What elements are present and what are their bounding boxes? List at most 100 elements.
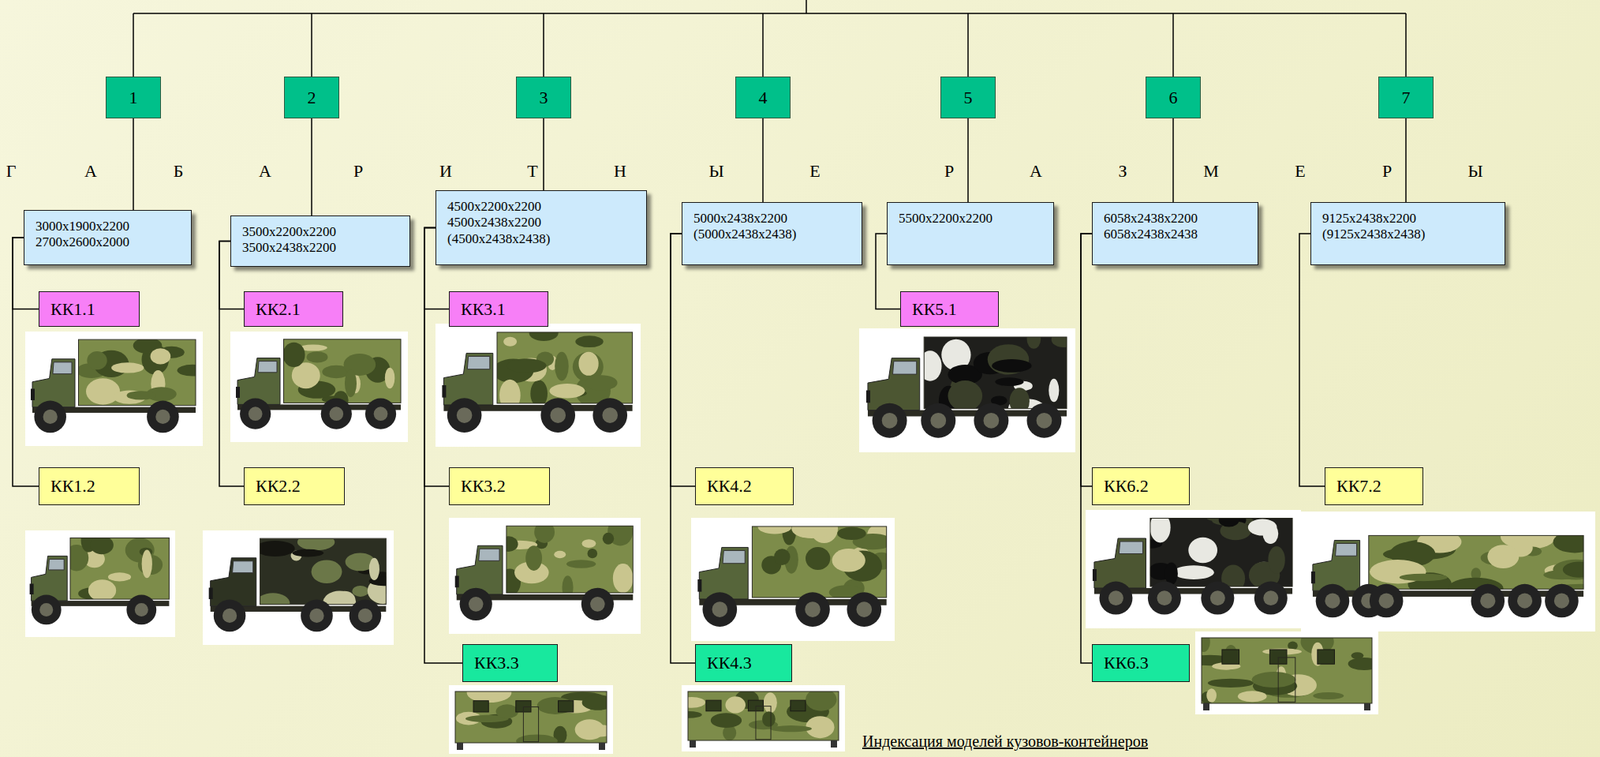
bumper xyxy=(209,587,214,600)
wheel-hub xyxy=(358,608,373,623)
bus-line xyxy=(1172,13,1174,77)
body-outline xyxy=(751,526,886,598)
camo-patch xyxy=(530,379,548,404)
wheel-hub xyxy=(468,596,484,612)
camo-patch xyxy=(322,590,356,604)
windscreen xyxy=(1118,541,1143,554)
camo-patch xyxy=(1552,534,1584,553)
dimension-text: 2700x2600x2000 xyxy=(35,234,180,251)
wheel xyxy=(365,398,397,430)
wheel-hub xyxy=(882,412,898,429)
heading-letter: Т xyxy=(527,160,538,182)
bus-line xyxy=(542,13,545,77)
window xyxy=(706,699,722,711)
dimension-text: 9125x2438x2200 xyxy=(1322,210,1494,227)
camo-patch xyxy=(687,710,703,718)
wheel-hub xyxy=(134,602,149,617)
camouflage xyxy=(1150,518,1293,587)
camo-patch xyxy=(291,549,324,558)
wheel xyxy=(33,400,67,434)
dimension-text: 6058x2438x2200 xyxy=(1103,210,1247,227)
camo-patch xyxy=(923,350,942,382)
body-outline xyxy=(260,538,387,605)
connector-line xyxy=(310,118,313,216)
camo-patch xyxy=(369,557,380,580)
windscreen xyxy=(52,362,72,374)
window xyxy=(1222,649,1240,664)
camo-patch xyxy=(85,377,120,404)
cab xyxy=(32,358,75,408)
camo-patch xyxy=(111,362,144,373)
group-number-box: 6 xyxy=(1145,76,1201,119)
wheel-hub xyxy=(549,407,566,423)
camo-patch xyxy=(1562,561,1584,578)
bus-line xyxy=(133,12,1406,15)
camo-patch xyxy=(311,559,343,584)
camo-patch xyxy=(1399,573,1448,582)
camo-patch xyxy=(566,559,596,568)
model-index: КК3.2 xyxy=(460,475,506,497)
bus-line xyxy=(132,13,135,77)
camo-patch xyxy=(1009,387,1030,408)
cab xyxy=(210,557,257,606)
support-leg xyxy=(830,740,838,748)
model-index-box: КК7.2 xyxy=(1324,467,1424,505)
model-index-box: КК3.2 xyxy=(448,467,550,505)
camouflage xyxy=(687,691,839,741)
camo-patch xyxy=(762,710,776,727)
model-index: КК3.3 xyxy=(474,652,520,673)
dimension-text: 4500x2438x2200 xyxy=(447,214,636,231)
model-index: КК4.3 xyxy=(706,652,752,673)
dimension-box: 4500x2200x22004500x2438x2200(4500x2438x2… xyxy=(435,190,647,266)
camo-patch xyxy=(1207,678,1254,688)
body-outline xyxy=(687,691,839,741)
camo-patch xyxy=(837,527,867,540)
camo-patch xyxy=(534,525,555,543)
bumper xyxy=(455,575,460,588)
vehicle-picture xyxy=(202,530,399,645)
heading-letter: З xyxy=(1117,160,1127,182)
wheel xyxy=(1507,583,1542,618)
dimension-text: (4500x2438x2438) xyxy=(447,231,636,247)
wheel-hub xyxy=(39,602,53,617)
camo-patch xyxy=(1206,687,1217,703)
photo-ground xyxy=(25,331,203,446)
connector-line xyxy=(219,241,244,487)
body-outline xyxy=(455,691,607,743)
dimension-box: 9125x2438x2200(9125x2438x2438) xyxy=(1310,201,1506,266)
dimension-text: 5000x2438x2200 xyxy=(693,210,851,227)
wheel-hub xyxy=(1263,590,1279,606)
support-leg xyxy=(456,742,464,750)
model-index: КК6.2 xyxy=(1103,475,1149,497)
wheel-hub xyxy=(222,608,237,623)
vehicle-picture xyxy=(1085,509,1301,629)
camo-patch xyxy=(1173,564,1214,580)
photo-ground xyxy=(435,323,641,447)
windscreen xyxy=(48,558,64,570)
vehicle-picture xyxy=(448,516,641,634)
wheel xyxy=(1099,581,1133,615)
dimension-text: 3000x1900x2200 xyxy=(35,218,180,235)
bumper xyxy=(1311,571,1316,584)
bus-line xyxy=(967,13,969,77)
wheel xyxy=(1369,583,1404,618)
camo-patch xyxy=(561,575,573,593)
dimension-box: 3500x2200x22003500x2438x2200 xyxy=(230,215,411,267)
model-index-box: КК6.2 xyxy=(1091,467,1190,505)
camo-patch xyxy=(947,380,983,409)
wheel-hub xyxy=(983,412,999,429)
camo-patch xyxy=(763,691,778,713)
wheel-hub xyxy=(804,601,821,617)
connector-line xyxy=(1080,233,1092,486)
dimension-text: (5000x2438x2438) xyxy=(693,226,851,243)
vehicle-picture xyxy=(691,514,896,641)
cab xyxy=(31,555,68,601)
model-index: КК5.1 xyxy=(912,299,958,320)
model-index-box: КК4.3 xyxy=(695,643,793,682)
camo-patch xyxy=(758,526,793,534)
camouflage xyxy=(284,339,402,404)
dimension-text: (9125x2438x2438) xyxy=(1322,226,1494,243)
support-leg xyxy=(598,742,606,750)
camo-patch xyxy=(575,335,603,348)
